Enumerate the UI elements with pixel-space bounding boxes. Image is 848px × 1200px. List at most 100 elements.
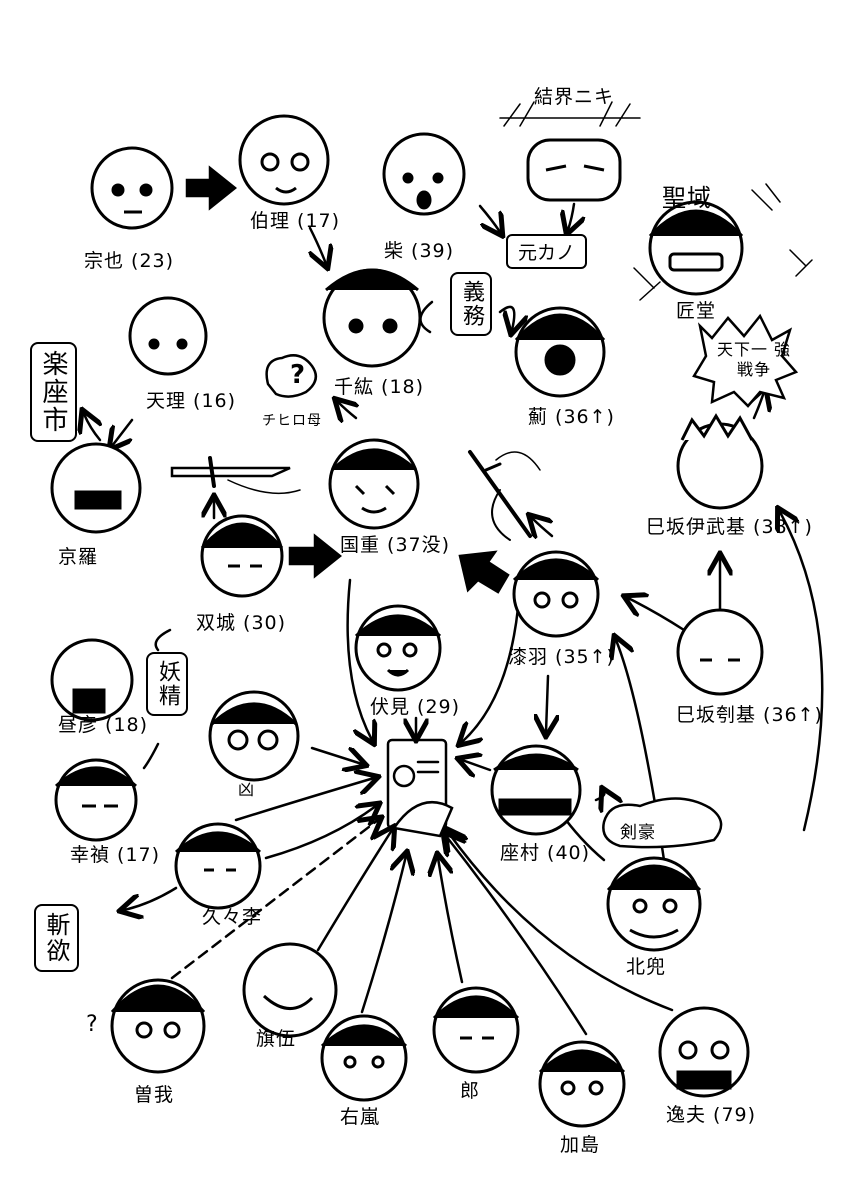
label-zaimura: 座村 (40) xyxy=(500,842,591,864)
label-kuuri: 久々李 xyxy=(202,906,263,928)
soga-question: ? xyxy=(86,1012,99,1037)
label-kekkai-niki: 結界ニキ xyxy=(534,86,615,108)
label-kagari: 薊 (36↑) xyxy=(528,406,615,428)
label-soya: 宗也 (23) xyxy=(84,250,175,272)
arrow-kagari-loop xyxy=(498,305,514,330)
thought-bubble xyxy=(265,354,318,398)
arrow-yuki-av xyxy=(234,778,374,822)
face-hatago xyxy=(242,942,338,1038)
face-chihiro xyxy=(322,268,422,368)
arrow-hiruhiko-loop xyxy=(154,628,172,652)
arrow-kunishige-fushimi xyxy=(346,578,372,740)
tag-moto-kano: 元カノ xyxy=(506,234,588,269)
arrow-tenri-kyora xyxy=(112,418,134,446)
label-yukisada: 幸禎 (17) xyxy=(70,844,161,866)
tenka-burst xyxy=(692,313,799,408)
label-tomoe-ibuki: 巳坂伊武基 (38↑) xyxy=(646,516,813,538)
face-kuuri xyxy=(174,822,262,910)
face-kudo xyxy=(648,200,744,296)
face-kunishige xyxy=(328,438,420,530)
face-sosei xyxy=(200,514,284,598)
arrow-kuuri-av xyxy=(264,806,376,860)
arrow-ro-av xyxy=(438,858,464,984)
arrow-hakurikun-av xyxy=(310,746,362,764)
face-soga xyxy=(110,978,206,1074)
arrow-kuuri-zanki xyxy=(124,886,178,910)
arrow-urushiba-av xyxy=(462,606,520,742)
block-arrow-urushiba-kunishige xyxy=(458,550,510,594)
face-hakuri-kun xyxy=(208,690,300,782)
arrow-kunishige-chichi xyxy=(338,402,356,418)
arrow-urushiba-zaimura xyxy=(546,674,548,732)
label-sosei: 双城 (30) xyxy=(196,612,287,634)
tag-tenka: 天下一 強戦争 xyxy=(716,340,792,379)
label-hiruhiko: 昼彦 (18) xyxy=(58,714,149,736)
label-shiba: 柴 (39) xyxy=(384,240,455,262)
arrow-hatago-av xyxy=(316,830,392,952)
face-hokuto xyxy=(606,856,702,952)
label-hatago: 旗伍 xyxy=(256,1028,297,1050)
label-sei-iki: 聖域 xyxy=(662,184,712,212)
arrow-itsuo-av xyxy=(448,832,674,1012)
face-tomoe-kiki xyxy=(676,608,764,696)
arrow-kekkai-motokano xyxy=(568,202,574,230)
arrow-hiruhiko-yuki xyxy=(142,742,160,770)
face-yukisada xyxy=(54,758,138,842)
block-arrow-sosei-kunishige xyxy=(288,533,343,579)
face-kagari xyxy=(514,306,606,398)
label-chihiro: 千紘 (18) xyxy=(334,376,425,398)
arrow-hakuri-chihiro xyxy=(310,226,326,264)
tag-yosei: 妖精 xyxy=(146,652,188,716)
sword-urushiba xyxy=(468,450,532,538)
label-tomoe-kiki: 巳坂刳基 (36↑) xyxy=(676,704,823,726)
face-itsuo xyxy=(658,1006,750,1098)
tag-kengou: 剣豪 xyxy=(620,823,656,843)
arrow-hokuto-ibuki xyxy=(780,512,824,832)
tag-rakuza: 楽座市 xyxy=(30,342,77,442)
arrow-ukon-av xyxy=(360,856,406,1014)
label-ukon: 右嵐 xyxy=(340,1106,381,1128)
label-kajima: 加島 xyxy=(560,1134,601,1156)
label-hokuto: 北兜 xyxy=(626,956,667,978)
face-ukon xyxy=(320,1014,408,1102)
label-hakuri: 伯理 (17) xyxy=(250,210,341,232)
face-soya xyxy=(90,146,174,230)
kengou-cloud xyxy=(602,797,723,849)
arrow-zaimura-loop xyxy=(594,792,604,800)
label-hakuri-kun: 凶 xyxy=(238,780,256,799)
label-soga: 曽我 xyxy=(134,1084,175,1106)
label-urushiba: 漆羽 (35↑) xyxy=(508,646,615,668)
arrow-shiba-motokano xyxy=(478,204,500,232)
block-arrow-soya-hakuri xyxy=(185,165,238,211)
arrow-soga-av xyxy=(170,820,378,980)
arrow-kyora-rakuza xyxy=(84,414,100,442)
face-shiba xyxy=(382,132,466,216)
face-ro xyxy=(432,986,520,1074)
arrow-urushiba-katana xyxy=(532,518,554,536)
face-kajima xyxy=(538,1040,626,1128)
label-kunishige: 国重 (37没) xyxy=(340,534,451,556)
face-tenri xyxy=(128,296,208,376)
face-kyora xyxy=(50,442,142,534)
arrow-chihiro-loop xyxy=(419,300,434,334)
face-kekkai xyxy=(526,138,622,202)
label-chichi: チヒロ母 xyxy=(262,413,322,429)
thought-question: ? xyxy=(290,360,307,390)
label-ro: 郎 xyxy=(460,1080,481,1102)
face-urushiba xyxy=(512,550,600,638)
tag-zanki: 斬欲 xyxy=(34,904,79,972)
arrow-zaimura-av xyxy=(462,760,492,770)
arrow-kiki-urushiba xyxy=(628,598,686,632)
label-kudo: 匠堂 xyxy=(676,300,717,322)
face-fushimi xyxy=(354,604,442,692)
label-kyora: 京羅 xyxy=(58,546,99,568)
tag-gimu: 義務 xyxy=(450,272,492,336)
face-hiruhiko xyxy=(50,638,134,722)
face-zaimura xyxy=(490,744,582,836)
label-itsuo: 逸夫 (79) xyxy=(666,1104,757,1126)
label-tenri: 天理 (16) xyxy=(146,390,237,412)
face-tomoe-ibuki xyxy=(676,413,764,510)
arrow-kajima-av xyxy=(446,836,588,1036)
